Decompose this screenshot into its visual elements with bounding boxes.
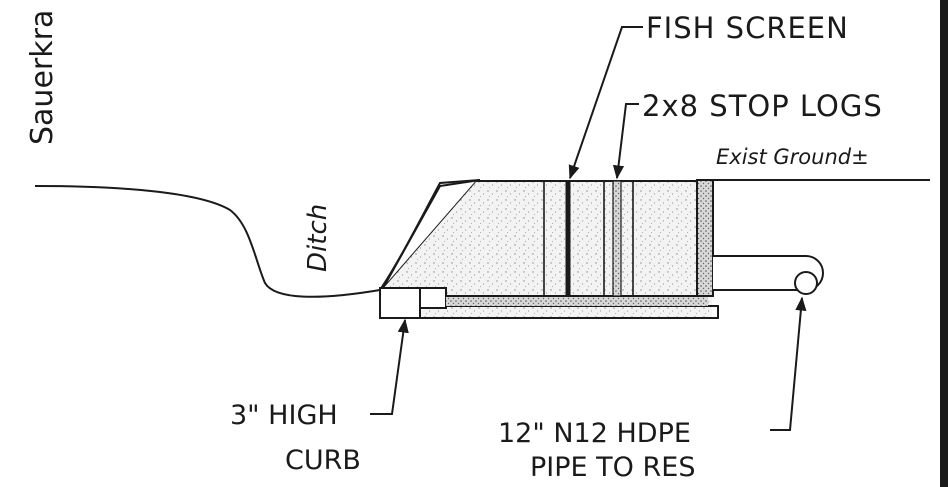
curb-label-line2: CURB: [285, 445, 361, 476]
curb-leader: [370, 318, 409, 415]
pipe-label-line1: 12" N12 HDPE: [498, 418, 691, 449]
stop-logs-leader: [612, 103, 639, 180]
exist-ground-label: Exist Ground±: [716, 145, 869, 169]
slab-concrete: [446, 296, 708, 306]
pipe-label-line2: PIPE TO RES: [530, 452, 695, 483]
structure-fill: [382, 182, 712, 318]
curb-label-line1: 3" HIGH: [230, 400, 338, 431]
right-wall: [696, 179, 714, 297]
pipe-end-circle: [794, 271, 818, 295]
fish-screen-label: FISH SCREEN: [646, 11, 849, 45]
ditch-label: Ditch: [303, 204, 333, 272]
curb-step: [419, 287, 447, 309]
sheet-border: [940, 0, 948, 487]
sauerkraut-label: Sauerkra: [25, 10, 60, 145]
curb-base: [379, 287, 421, 319]
embankment-slope: [381, 179, 481, 291]
fish-screen-leader: [568, 26, 643, 180]
stop-logs-label: 2x8 STOP LOGS: [642, 89, 883, 123]
stop-logs-element: [612, 180, 622, 297]
pipe-leader: [770, 296, 807, 431]
